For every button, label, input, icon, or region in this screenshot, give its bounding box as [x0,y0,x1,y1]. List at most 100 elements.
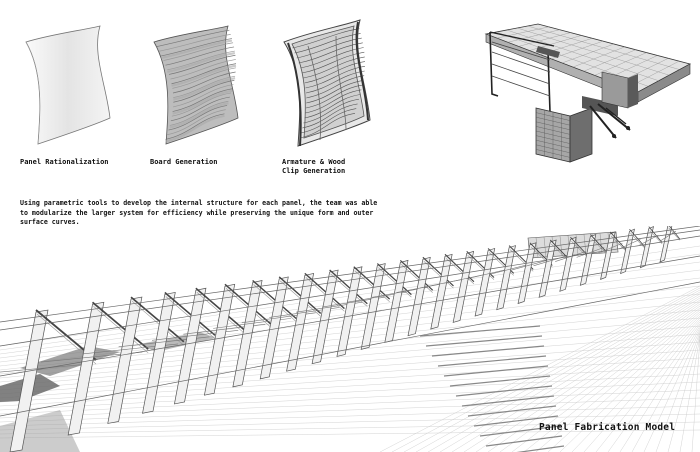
armature-rung [302,103,358,129]
board-line [173,84,234,108]
board-line [172,71,236,94]
armature-rung [292,28,360,49]
diagonal-strut-edge [93,306,149,354]
diagonal-strut [91,301,149,350]
diagonal-strut [130,296,185,343]
cross-beam [618,238,641,250]
step-label-board-generation: Board Generation [150,158,218,166]
canopy-rib [600,231,616,280]
armature-rung [303,98,359,124]
armature-clip-diagram [283,19,371,147]
slat [425,335,543,347]
description-text: Using parametric tools to develop the in… [20,199,378,226]
grid-line [559,315,700,452]
grid-line [0,389,700,419]
armature-rib [335,35,347,131]
board-shade [171,64,237,87]
deck-line [507,29,560,43]
canopy-rib [517,242,537,305]
grid-line [379,285,700,452]
armature-rung [306,80,364,104]
grid-line [523,309,700,452]
grid-line [0,293,700,371]
cross-beam [511,259,549,271]
grid-line [391,287,700,452]
armature-rung [294,33,361,54]
structural-assembly-diagram [484,23,692,163]
diagonal-strut-edge [401,264,433,293]
cross-beam [0,363,91,373]
canopy-rib [67,301,105,436]
board-line [170,96,230,122]
board-shade [173,77,236,101]
grid-line [0,397,700,423]
grid-line [667,333,700,452]
board-line [173,75,236,98]
grid-line [679,335,700,452]
slat [455,385,553,397]
longitudinal-chord [0,281,700,417]
grid-line [631,327,700,452]
diagonal-strut [164,291,216,336]
grid-line [547,313,700,452]
board-line [156,29,230,47]
deck-line [517,27,670,76]
board-line [166,109,226,136]
armature-rung [299,113,356,139]
armature-rung [305,66,365,89]
diagonal-strut [353,266,391,300]
deck-line [594,52,647,76]
diagonal-strut [252,279,297,320]
diagonal-strut [195,287,245,330]
grid-line [463,299,700,452]
grid-line [0,301,700,375]
step-label-armature-clip: Armature & Wood Clip Generation [282,158,346,175]
armature-rung [305,70,365,94]
grid-line [415,291,700,452]
longitudinal-chord [0,255,700,377]
board-line [169,100,229,126]
grid-line [403,289,700,452]
deck-line [583,49,636,72]
armature-rung [305,84,363,109]
deck-line [506,29,659,81]
armature-rung [300,108,357,134]
slat [437,355,547,367]
canopy-rib [336,266,363,357]
board-line [170,59,236,80]
diagonal-strut [648,226,663,243]
panel-fabrication-model-wireframe [0,226,700,452]
grid-line [0,405,700,427]
canopy-rib [384,259,409,343]
board-line [168,54,236,75]
deck-line [496,26,549,39]
deck-line [518,32,571,47]
slat [467,405,557,417]
diagonal-strut [422,256,454,287]
slat [443,365,549,377]
grid-line [0,373,700,411]
grid-line [0,309,700,379]
grid-line [427,293,700,452]
slat [479,425,561,437]
board-line [168,105,228,131]
armature-rung [296,37,362,59]
grid-line [691,337,700,452]
slat [485,435,563,447]
board-line [172,88,233,112]
deck-line [527,25,680,70]
diagonal-strut [399,259,434,291]
box-line [599,233,603,254]
canopy-rib [259,276,289,380]
armature-rung [305,89,362,114]
grid-line [619,325,700,452]
board-line [167,50,235,71]
cross-beam [639,234,659,246]
armature-rung [306,75,365,99]
canopy-rib [496,245,516,311]
longitudinal-chord [0,226,700,323]
diagonal-strut [668,226,681,240]
board-line [158,34,231,52]
grid-line [0,413,700,431]
diagonal-strut [376,263,412,296]
